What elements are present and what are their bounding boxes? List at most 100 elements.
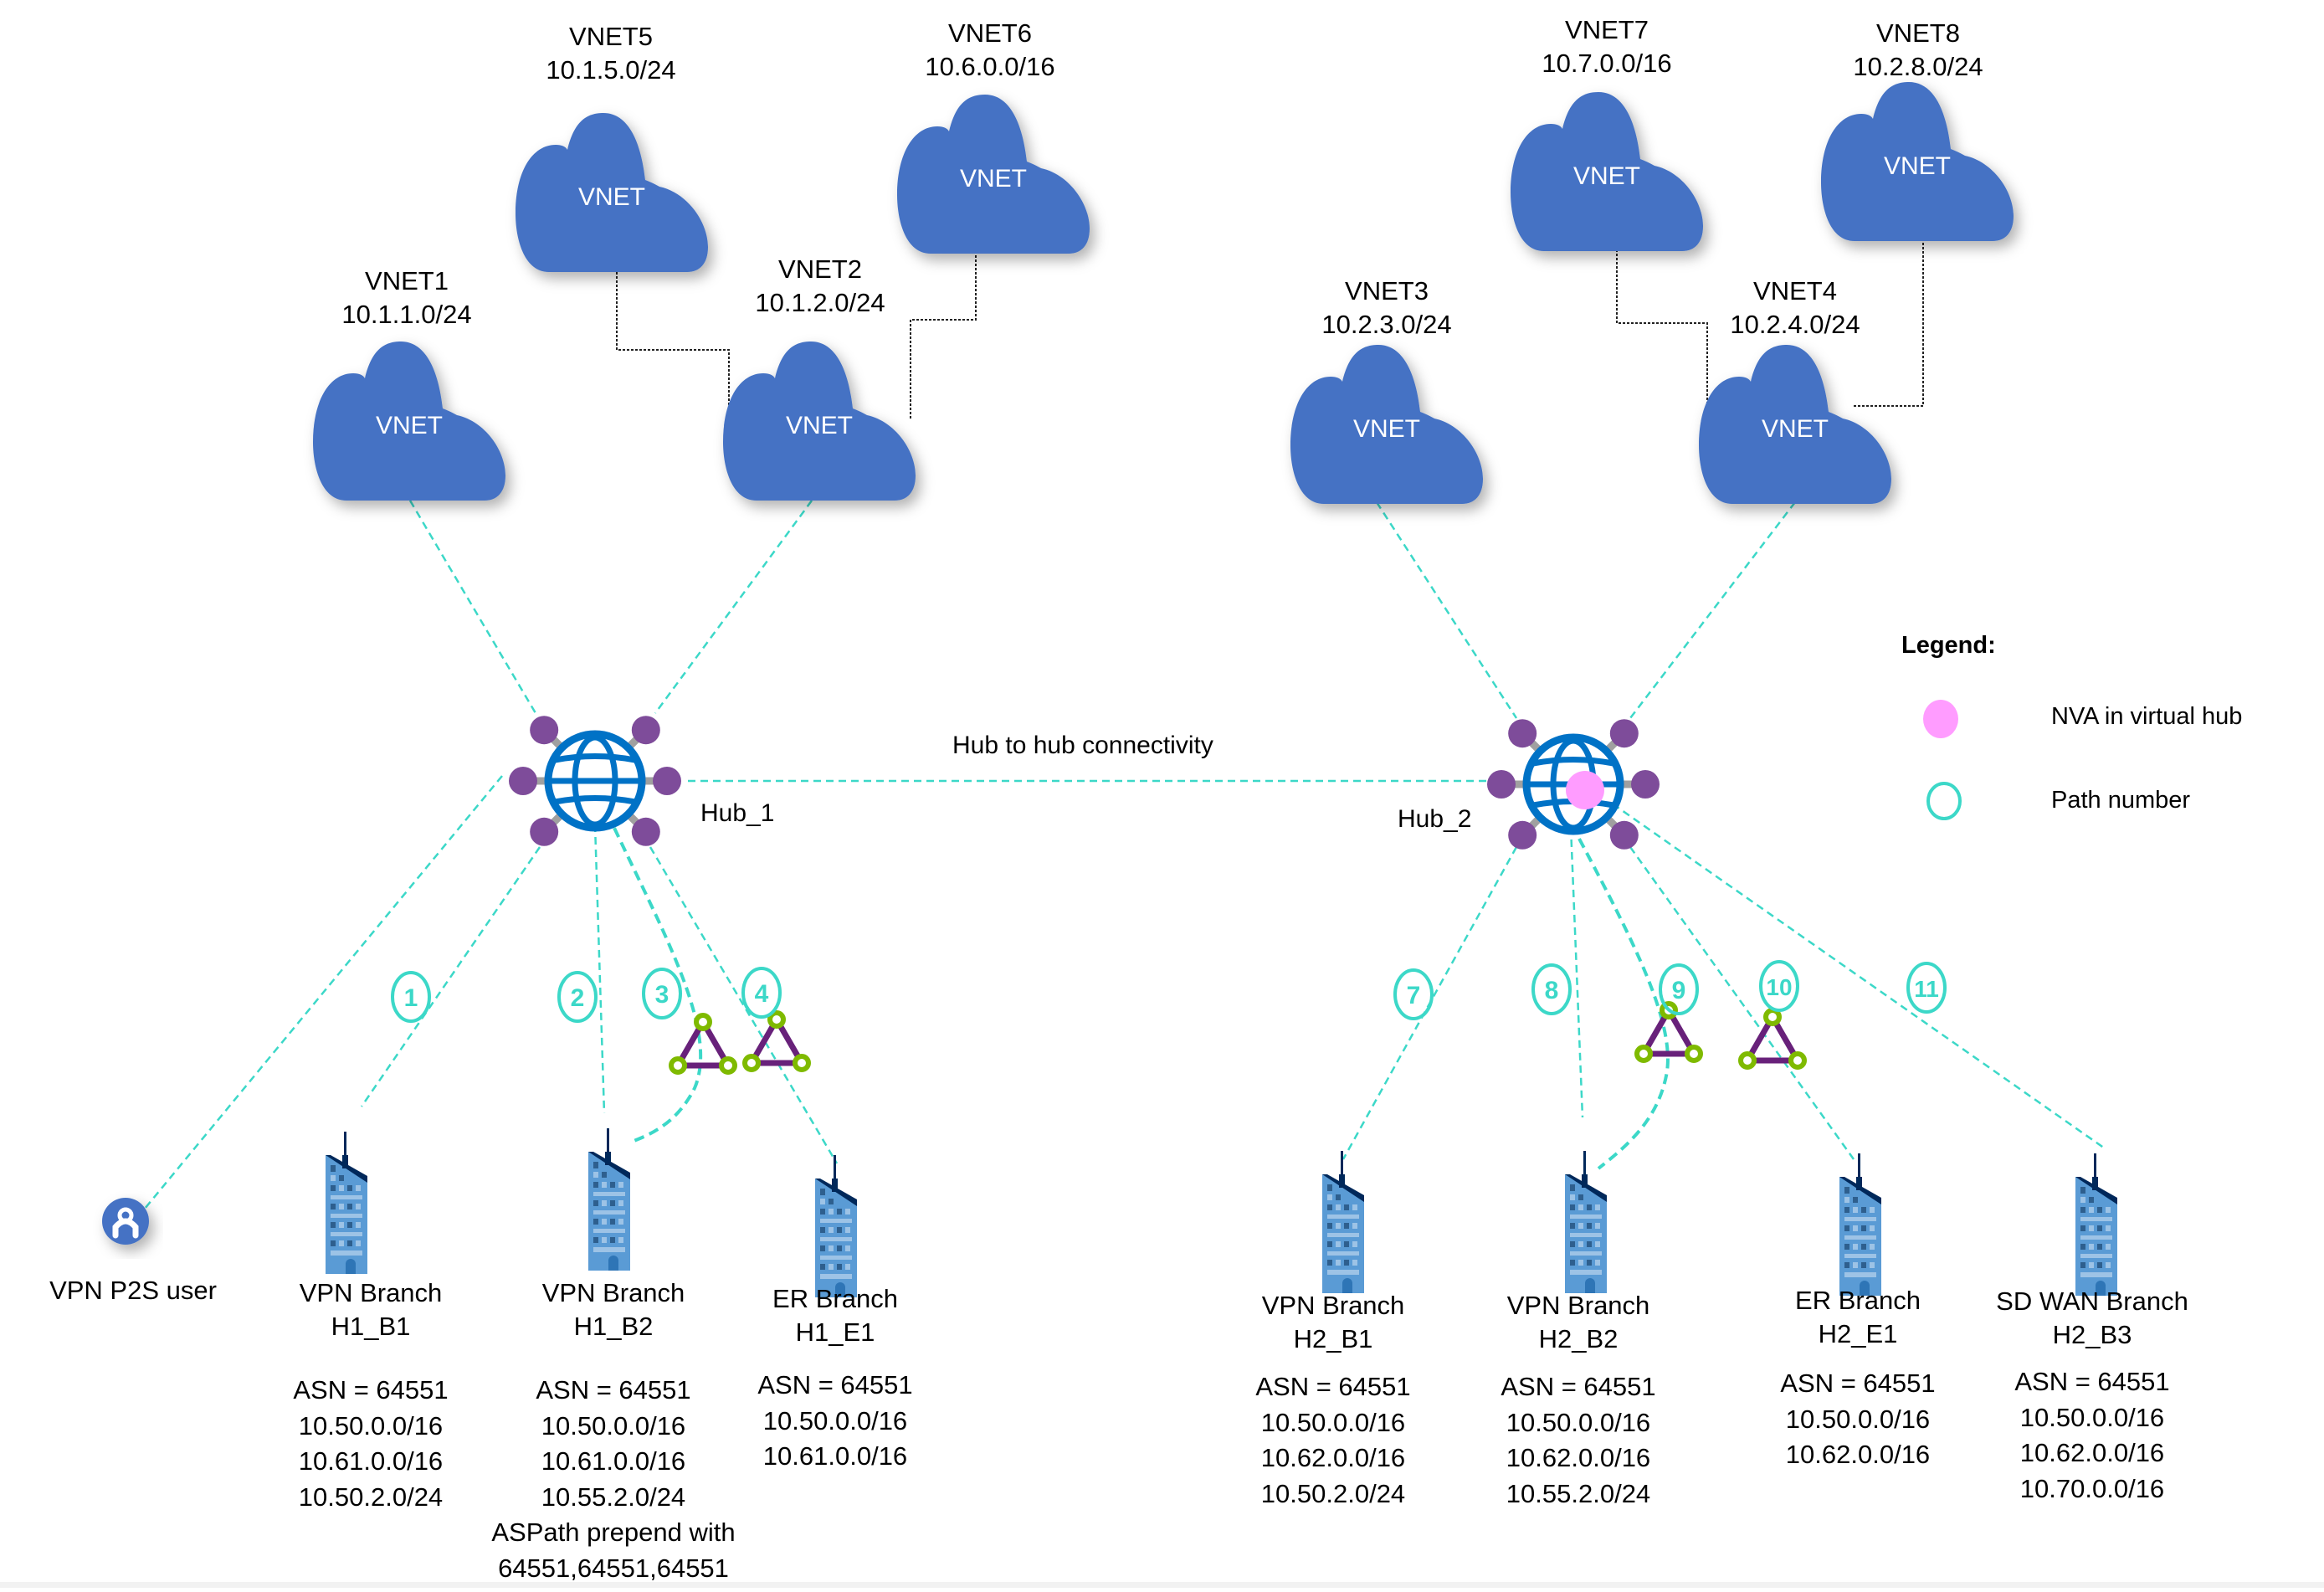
branch-h1b1[interactable]	[326, 1132, 367, 1274]
branch-h1b2[interactable]	[588, 1128, 630, 1271]
er-circuit-icon	[742, 1010, 811, 1072]
branch-title-h2b3-line: H2_B3	[2052, 1320, 2132, 1349]
path-11-link	[1602, 795, 2106, 1150]
hub-connection-node	[509, 767, 537, 795]
branch-h2b2[interactable]	[1565, 1151, 1607, 1293]
vnet-label-vnet1-line: 10.1.1.0/24	[341, 300, 472, 329]
hub-label: Hub_1	[700, 799, 775, 827]
branch-details-h2b2-line: 10.62.0.0/16	[1506, 1443, 1651, 1472]
branch-details-h2e1-line: ASN = 64551	[1780, 1369, 1936, 1398]
vnet-cloud-vnet8[interactable]: VNET	[1821, 82, 2014, 241]
path-circle-icon	[391, 971, 431, 1023]
branch-title-h2e1-line: H2_E1	[1818, 1319, 1898, 1348]
vnet4-hub2-link	[1629, 501, 1796, 719]
p2s-user-link	[140, 775, 503, 1215]
branch-title-h2b2-line: VPN Branch	[1506, 1291, 1650, 1320]
branch-details-h2e1-line: 10.50.0.0/16	[1785, 1404, 1931, 1434]
vnet-label-vnet4-line: 10.2.4.0/24	[1730, 310, 1860, 339]
vnet-cloud-vnet1[interactable]: VNET	[313, 342, 505, 501]
branch-details-h1b1-line: 10.50.2.0/24	[298, 1482, 444, 1512]
branch-h1e1[interactable]	[815, 1155, 857, 1297]
branch-details-h1e1-line: ASN = 64551	[757, 1370, 913, 1399]
circuit-node	[767, 1010, 786, 1029]
hub-connection-node	[1609, 820, 1639, 850]
bottom-strip	[0, 1582, 2324, 1588]
p2s-user-label-line: VPN P2S user	[49, 1276, 217, 1305]
vnet1-hub1-link	[408, 500, 537, 714]
vnet-cloud-vnet6[interactable]: VNET	[897, 95, 1090, 254]
branch-h2e1[interactable]	[1839, 1153, 1881, 1296]
er-circuit-icon	[1634, 1001, 1703, 1063]
circuit-triangle	[1638, 1004, 1700, 1057]
path-number: 8	[1545, 977, 1559, 1004]
vnet-cloud-vnet5[interactable]: VNET	[516, 113, 708, 272]
path-number: 1	[404, 984, 418, 1012]
branch-details-h2b3-line: 10.50.0.0/16	[2019, 1402, 2165, 1432]
vnet-cloud-vnet3[interactable]: VNET	[1290, 345, 1483, 504]
branch-h2b3[interactable]	[2075, 1153, 2117, 1296]
branch-details-h2e1-line: 10.62.0.0/16	[1785, 1440, 1931, 1469]
vnet7-vnet4-peering	[1616, 245, 1708, 403]
vnet6-vnet2-peering	[910, 222, 977, 419]
building-icon	[1839, 1153, 1881, 1296]
vnet-cloud-vnet2[interactable]: VNET	[723, 342, 916, 501]
user-body	[112, 1218, 139, 1239]
cloud-label: VNET	[376, 412, 443, 439]
circuit-node	[719, 1056, 737, 1075]
path-number: 2	[571, 984, 585, 1012]
path-number: 7	[1407, 982, 1421, 1009]
path-number-badge: 10	[1759, 960, 1799, 1012]
path-number-badge: 7	[1393, 968, 1434, 1020]
circuit-node	[793, 1054, 811, 1072]
hub-connection-node	[1487, 770, 1516, 799]
nva-icon[interactable]	[1566, 771, 1604, 809]
cloud-label: VNET	[1353, 415, 1420, 443]
path-number-badge: 1	[391, 971, 431, 1023]
path-number-badge: 2	[557, 971, 598, 1023]
connections-layer	[140, 222, 2106, 1215]
branch-title-h2b2-line: H2_B2	[1538, 1324, 1619, 1353]
legend-nva-icon	[1923, 700, 1958, 738]
branch-h2b1[interactable]	[1322, 1151, 1364, 1293]
vnet-label-vnet5-line: 10.1.5.0/24	[546, 55, 676, 85]
building-icon	[326, 1132, 367, 1274]
hub-hub2[interactable]	[1487, 719, 1660, 850]
branch-title-h1e1-line: ER Branch	[772, 1284, 898, 1313]
branch-title-h2b1-line: VPN Branch	[1261, 1291, 1405, 1320]
cloud-label: VNET	[1762, 415, 1829, 443]
hub-connection-node	[530, 716, 559, 745]
vnet-cloud-vnet4[interactable]: VNET	[1699, 345, 1891, 504]
branch-details-h2e1: ASN = 64551 10.50.0.0/16 10.62.0.0/16	[1780, 1366, 1935, 1473]
p2s-user[interactable]	[102, 1198, 149, 1245]
path-number: 3	[655, 981, 669, 1009]
branch-details-h2b3-line: 10.62.0.0/16	[2019, 1438, 2165, 1467]
hub-hub1[interactable]	[509, 716, 681, 846]
hub-connection-node	[1631, 770, 1660, 799]
path-circle-icon	[1906, 962, 1947, 1014]
vnet-label-vnet2-line: 10.1.2.0/24	[755, 288, 885, 317]
vnet-label-vnet8-line: 10.2.8.0/24	[1853, 52, 1983, 81]
branch-details-h1b2-line: 64551,64551,64551	[498, 1553, 729, 1583]
hub-connection-node	[530, 817, 559, 846]
branch-details-h2b2-line: 10.55.2.0/24	[1506, 1478, 1651, 1508]
cloud-label: VNET	[960, 165, 1027, 193]
hub-to-hub-label: Hub to hub connectivity	[952, 732, 1213, 759]
path-number: 9	[1672, 977, 1686, 1004]
branch-details-h2b1-line: 10.62.0.0/16	[1260, 1443, 1406, 1472]
branch-title-h1b1-line: H1_B1	[331, 1312, 411, 1341]
vnet8-vnet4-peering	[1854, 239, 1924, 407]
branch-details-h2b1-line: 10.50.2.0/24	[1260, 1478, 1406, 1508]
branch-title-h1b1-line: VPN Branch	[299, 1278, 443, 1307]
path-number-badge: 11	[1906, 962, 1947, 1014]
branch-details-h1e1-line: 10.61.0.0/16	[762, 1441, 908, 1471]
branch-details-h1b2-line: 10.55.2.0/24	[541, 1482, 686, 1512]
hub-label: Hub_2	[1398, 805, 1472, 833]
vnet-cloud-vnet7[interactable]: VNET	[1511, 92, 1703, 251]
branch-title-h1b2-line: H1_B2	[573, 1312, 654, 1341]
vnet-label-vnet3-line: 10.2.3.0/24	[1321, 310, 1452, 339]
